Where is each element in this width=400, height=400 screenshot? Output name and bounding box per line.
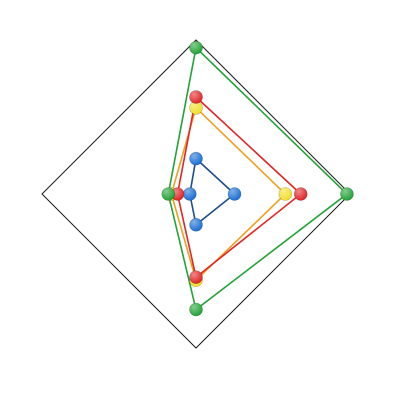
series-markers (161, 40, 354, 317)
series-3-point-right (293, 187, 308, 201)
series-4-point-right (340, 187, 354, 201)
series-3-point-bottom (189, 270, 203, 285)
series-1-point-left (183, 187, 197, 201)
series-1-line (188, 157, 236, 227)
series-4-point-bottom (189, 302, 203, 317)
series-1-point-right (227, 187, 242, 201)
series-2-point-right (278, 187, 293, 201)
series-3-line (176, 95, 302, 279)
series-lines (167, 46, 349, 311)
series-4-point-left (161, 187, 176, 201)
radar-frame (41, 39, 351, 349)
series-4-point-top (189, 40, 203, 55)
series-3-point-top (189, 90, 203, 104)
series-1-point-bottom (189, 218, 203, 232)
series-1-point-top (189, 151, 203, 166)
